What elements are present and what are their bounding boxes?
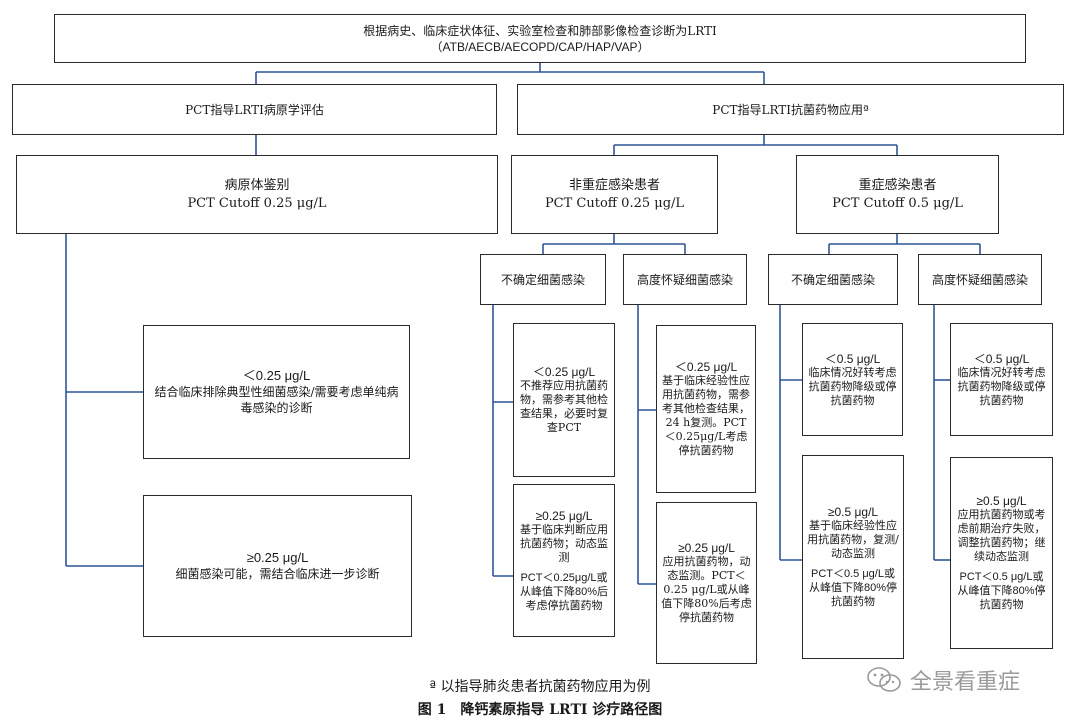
pathogen-identification-box: 病原体鉴别 PCT Cutoff 0.25 μg/L [16, 155, 498, 234]
severe-uncertain-high-extra: PCT＜0.5 μg/L或从峰值下降80%停抗菌药物 [808, 568, 898, 608]
severe-uncertain-low-box: ＜0.5 μg/L 临床情况好转考虑抗菌药物降级或停抗菌药物 [802, 323, 903, 436]
nonsevere-patients-box: 非重症感染患者 PCT Cutoff 0.25 μg/L [511, 155, 718, 234]
severe-patients-box: 重症感染患者 PCT Cutoff 0.5 μg/L [796, 155, 999, 234]
left-high-threshold: ≥0.25 μg/L [246, 550, 309, 565]
left-low-threshold: ＜0.25 μg/L [242, 368, 311, 383]
footnote: ª 以指导肺炎患者抗菌药物应用为例 [429, 679, 651, 695]
pathogen-identification-cutoff: PCT Cutoff 0.25 μg/L [187, 195, 327, 211]
nonsevere-patients-title: 非重症感染患者 [568, 177, 660, 193]
nonsevere-suspected-high-box: ≥0.25 μg/L 应用抗菌药物，动态监测。PCT＜0.25 μg/L或从峰值… [656, 502, 757, 664]
diagnosis-box: 根据病史、临床症状体征、实验室检查和肺部影像检查诊断为LRTI （ATB/AEC… [54, 14, 1026, 63]
left-high-box: ≥0.25 μg/L 细菌感染可能，需结合临床进一步诊断 [143, 495, 412, 637]
severe-patients-cutoff: PCT Cutoff 0.5 μg/L [832, 195, 963, 211]
left-low-box: ＜0.25 μg/L 结合临床排除典型性细菌感染/需要考虑单纯病毒感染的诊断 [143, 325, 410, 459]
severe-suspected-high-box: ≥0.5 μg/L 应用抗菌药物或考虑前期治疗失败，调整抗菌药物；继续动态监测 … [950, 457, 1053, 649]
severe-suspected-low-threshold: ＜0.5 μg/L [973, 351, 1030, 366]
nonsevere-suspected-low-threshold: ＜0.25 μg/L [674, 360, 738, 374]
severe-uncertain-high-threshold: ≥0.5 μg/L [827, 505, 879, 519]
nonsevere-suspected-low-box: ＜0.25 μg/L 基于临床经验性应用抗菌药物，需参考其他检查结果，24 h复… [656, 325, 756, 493]
diagnosis-line2: （ATB/AECB/AECOPD/CAP/HAP/VAP） [430, 39, 650, 54]
nonsevere-uncertain-label: 不确定细菌感染 [500, 272, 585, 287]
severe-uncertain-high-box: ≥0.5 μg/L 基于临床经验性应用抗菌药物，复测/动态监测 PCT＜0.5 … [802, 455, 904, 659]
severe-patients-title: 重症感染患者 [858, 177, 937, 193]
severe-uncertain-box: 不确定细菌感染 [768, 254, 898, 305]
nonsevere-suspected-high-text: 应用抗菌药物，动态监测。PCT＜0.25 μg/L或从峰值下降80%后考虑停抗菌… [661, 555, 752, 624]
left-high-text: 细菌感染可能，需结合临床进一步诊断 [175, 567, 380, 581]
nonsevere-uncertain-box: 不确定细菌感染 [480, 254, 606, 305]
nonsevere-uncertain-high-threshold: ≥0.25 μg/L [535, 508, 593, 523]
nonsevere-uncertain-high-box: ≥0.25 μg/L 基于临床判断应用抗菌药物；动态监测 PCT＜0.25μg/… [513, 484, 615, 637]
figure-caption: 图 1 降钙素原指导 LRTI 诊疗路径图 [417, 702, 663, 718]
diagnosis-line1: 根据病史、临床症状体征、实验室检查和肺部影像检查诊断为LRTI [363, 23, 717, 38]
pathogen-evaluation-title: PCT指导LRTI病原学评估 [185, 102, 324, 117]
severe-suspected-high-text: 应用抗菌药物或考虑前期治疗失败，调整抗菌药物；继续动态监测 [957, 508, 1046, 563]
nonsevere-uncertain-high-extra: PCT＜0.25μg/L或从峰值下降80%后考虑停抗菌药物 [519, 571, 609, 612]
pathogen-identification-title: 病原体鉴别 [224, 177, 290, 193]
nonsevere-suspected-high-threshold: ≥0.25 μg/L [678, 541, 735, 555]
watermark-text: 全景看重症 [910, 670, 1021, 695]
antibiotic-application-title: PCT指导LRTI抗菌药物应用ª [712, 102, 869, 117]
nonsevere-uncertain-high-text: 基于临床判断应用抗菌药物；动态监测 [520, 522, 608, 564]
antibiotic-application-box: PCT指导LRTI抗菌药物应用ª [517, 84, 1064, 135]
wechat-icon [867, 667, 901, 692]
nonsevere-uncertain-low-box: ＜0.25 μg/L 不推荐应用抗菌药物，需参考其他检查结果，必要时复查PCT [513, 323, 615, 477]
severe-uncertain-low-threshold: ＜0.5 μg/L [824, 351, 881, 366]
severe-uncertain-label: 不确定细菌感染 [790, 272, 875, 287]
pathogen-evaluation-box: PCT指导LRTI病原学评估 [12, 84, 497, 135]
severe-suspected-low-text: 临床情况好转考虑抗菌药物降级或停抗菌药物 [957, 365, 1046, 407]
severe-suspected-box: 高度怀疑细菌感染 [918, 254, 1042, 305]
nonsevere-patients-cutoff: PCT Cutoff 0.25 μg/L [544, 195, 685, 211]
watermark: 全景看重症 [866, 664, 1020, 696]
severe-suspected-low-box: ＜0.5 μg/L 临床情况好转考虑抗菌药物降级或停抗菌药物 [950, 323, 1053, 436]
severe-uncertain-low-text: 临床情况好转考虑抗菌药物降级或停抗菌药物 [808, 365, 897, 407]
severe-uncertain-high-text: 基于临床经验性应用抗菌药物，复测/动态监测 [807, 519, 899, 560]
nonsevere-suspected-box: 高度怀疑细菌感染 [623, 254, 747, 305]
severe-suspected-high-extra: PCT＜0.5 μg/L或从峰值下降80%停抗菌药物 [957, 571, 1046, 611]
left-low-text: 结合临床排除典型性细菌感染/需要考虑单纯病毒感染的诊断 [154, 385, 399, 415]
severe-suspected-high-threshold: ≥0.5 μg/L [976, 494, 1027, 508]
nonsevere-suspected-label: 高度怀疑细菌感染 [636, 272, 733, 287]
nonsevere-suspected-low-text: 基于临床经验性应用抗菌药物，需参考其他检查结果，24 h复测。PCT＜0.25μ… [662, 374, 750, 457]
nonsevere-uncertain-low-threshold: ＜0.25 μg/L [532, 365, 596, 379]
severe-suspected-label: 高度怀疑细菌感染 [931, 272, 1028, 287]
nonsevere-uncertain-low-text: 不推荐应用抗菌药物，需参考其他检查结果，必要时复查PCT [520, 379, 608, 434]
